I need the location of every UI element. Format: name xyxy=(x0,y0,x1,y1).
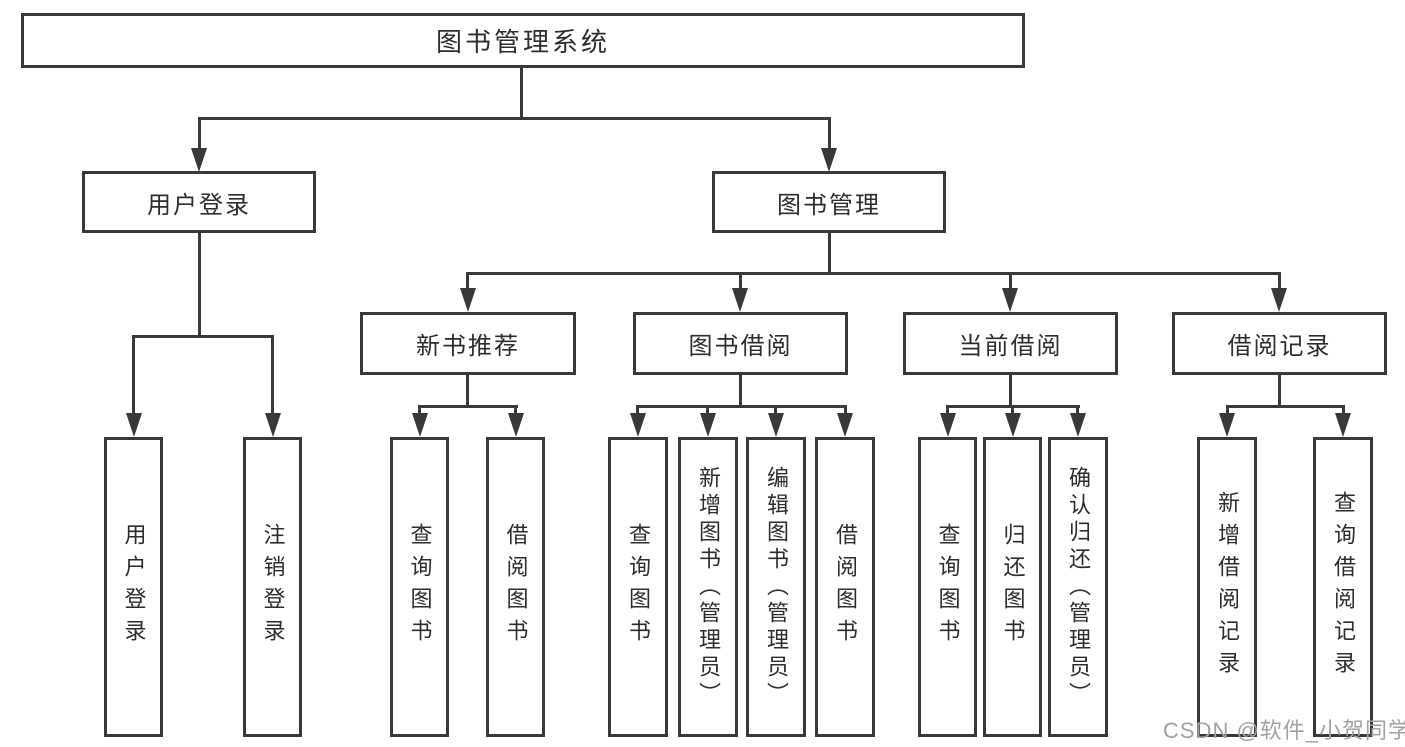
connector-group-bar xyxy=(636,405,847,408)
arrow-down-icon xyxy=(630,413,646,437)
connector-group-stem xyxy=(1278,375,1281,407)
connector-arrow-stem xyxy=(739,272,742,290)
leaf-add-book-admin: 新增图书（管理员） xyxy=(678,437,738,737)
connector-arrow-stem xyxy=(132,335,135,415)
leaf-add-book-admin-label: 新增图书（管理员） xyxy=(696,465,721,709)
arrow-down-icon xyxy=(768,413,784,437)
node-root-label: 图书管理系统 xyxy=(435,27,610,57)
arrow-down-icon xyxy=(1219,413,1235,437)
connector-arrow-stem xyxy=(774,405,777,419)
connector-arrow-stem xyxy=(1226,405,1229,419)
connector-arrow-stem xyxy=(418,405,421,419)
leaf-query-books-current: 查询图书 xyxy=(918,437,977,737)
leaf-borrow-books-recommend-label: 借阅图书 xyxy=(503,523,529,651)
node-user-login-label: 用户登录 xyxy=(147,191,251,219)
leaf-query-books-borrow: 查询图书 xyxy=(608,437,668,737)
leaf-borrow-books-borrow-label: 借阅图书 xyxy=(833,523,858,651)
connector-arrow-stem xyxy=(1342,405,1345,419)
connector-arrow-stem xyxy=(271,335,274,415)
connector-arrow-stem xyxy=(706,405,709,419)
leaf-confirm-return-admin-label: 确认归还（管理员） xyxy=(1066,465,1091,709)
connector-arrow-stem xyxy=(514,405,517,419)
arrow-down-icon xyxy=(1002,288,1018,312)
connector-book-mgmt-stem xyxy=(828,233,831,274)
leaf-query-books-recommend: 查询图书 xyxy=(390,437,449,737)
arrow-down-icon xyxy=(837,413,853,437)
leaf-borrow-books-borrow: 借阅图书 xyxy=(815,437,875,737)
leaf-logout: 注销登录 xyxy=(243,437,302,737)
arrow-down-icon xyxy=(1271,288,1287,312)
leaf-user-login-label: 用户登录 xyxy=(121,523,147,651)
node-book-borrow: 图书借阅 xyxy=(633,312,848,375)
connector-group-stem xyxy=(1009,375,1012,407)
leaf-return-books-label: 归还图书 xyxy=(1000,523,1026,651)
arrow-down-icon xyxy=(265,413,281,437)
connector-user-login-stem xyxy=(198,233,201,337)
connector-arrow-stem xyxy=(636,405,639,419)
connector-user-login-bar xyxy=(132,335,274,338)
arrow-down-icon xyxy=(412,413,428,437)
arrow-down-icon xyxy=(1070,413,1086,437)
arrow-down-icon xyxy=(700,413,716,437)
leaf-confirm-return-admin: 确认归还（管理员） xyxy=(1048,437,1108,737)
leaf-user-login: 用户登录 xyxy=(104,437,163,737)
leaf-query-borrow-record-label: 查询借阅记录 xyxy=(1331,491,1356,683)
node-current-borrow-label: 当前借阅 xyxy=(958,333,1063,360)
leaf-add-borrow-record: 新增借阅记录 xyxy=(1197,437,1257,737)
connector-arrow-stem xyxy=(198,117,201,152)
leaf-edit-book-admin: 编辑图书（管理员） xyxy=(746,437,806,737)
connector-arrow-stem xyxy=(828,117,831,152)
arrow-down-icon xyxy=(940,413,956,437)
leaf-query-borrow-record: 查询借阅记录 xyxy=(1313,437,1373,737)
leaf-query-books-recommend-label: 查询图书 xyxy=(407,523,433,651)
node-book-management: 图书管理 xyxy=(712,171,946,233)
leaf-query-books-borrow-label: 查询图书 xyxy=(626,523,651,651)
leaf-edit-book-admin-label: 编辑图书（管理员） xyxy=(764,465,789,709)
connector-arrow-stem xyxy=(1009,272,1012,290)
node-current-borrow: 当前借阅 xyxy=(903,312,1118,375)
connector-arrow-stem xyxy=(844,405,847,419)
arrow-down-icon xyxy=(821,148,837,172)
connector-arrow-stem xyxy=(946,405,949,419)
connector-arrow-stem xyxy=(1076,405,1079,419)
leaf-add-borrow-record-label: 新增借阅记录 xyxy=(1215,491,1240,683)
node-root: 图书管理系统 xyxy=(21,13,1025,68)
connector-group-stem xyxy=(466,375,469,407)
connector-group-stem xyxy=(739,375,742,407)
node-user-login: 用户登录 xyxy=(82,171,316,233)
node-new-book-recommend: 新书推荐 xyxy=(360,312,576,375)
leaf-logout-label: 注销登录 xyxy=(260,523,286,651)
node-book-borrow-label: 图书借阅 xyxy=(688,333,793,360)
connector-arrow-stem xyxy=(1011,405,1014,419)
connector-arrow-stem xyxy=(466,272,469,290)
connector-group-bar xyxy=(1226,405,1345,408)
connector-group-bar xyxy=(418,405,518,408)
node-book-management-label: 图书管理 xyxy=(777,191,881,219)
leaf-return-books: 归还图书 xyxy=(983,437,1042,737)
connector-level1-bar xyxy=(198,117,831,120)
connector-arrow-stem xyxy=(1278,272,1281,290)
connector-root-stem xyxy=(520,68,523,118)
arrow-down-icon xyxy=(508,413,524,437)
arrow-down-icon xyxy=(460,288,476,312)
node-borrow-records: 借阅记录 xyxy=(1172,312,1387,375)
node-borrow-records-label: 借阅记录 xyxy=(1227,333,1332,360)
arrow-down-icon xyxy=(1335,413,1351,437)
arrow-down-icon xyxy=(732,288,748,312)
leaf-query-books-current-label: 查询图书 xyxy=(935,523,961,651)
node-new-book-recommend-label: 新书推荐 xyxy=(416,333,520,360)
leaf-borrow-books-recommend: 借阅图书 xyxy=(486,437,545,737)
connector-level3-bar xyxy=(466,272,1281,275)
arrow-down-icon xyxy=(1005,413,1021,437)
csdn-watermark: CSDN @软件_小贺同学 xyxy=(1163,718,1405,743)
arrow-down-icon xyxy=(126,413,142,437)
arrow-down-icon xyxy=(191,148,207,172)
